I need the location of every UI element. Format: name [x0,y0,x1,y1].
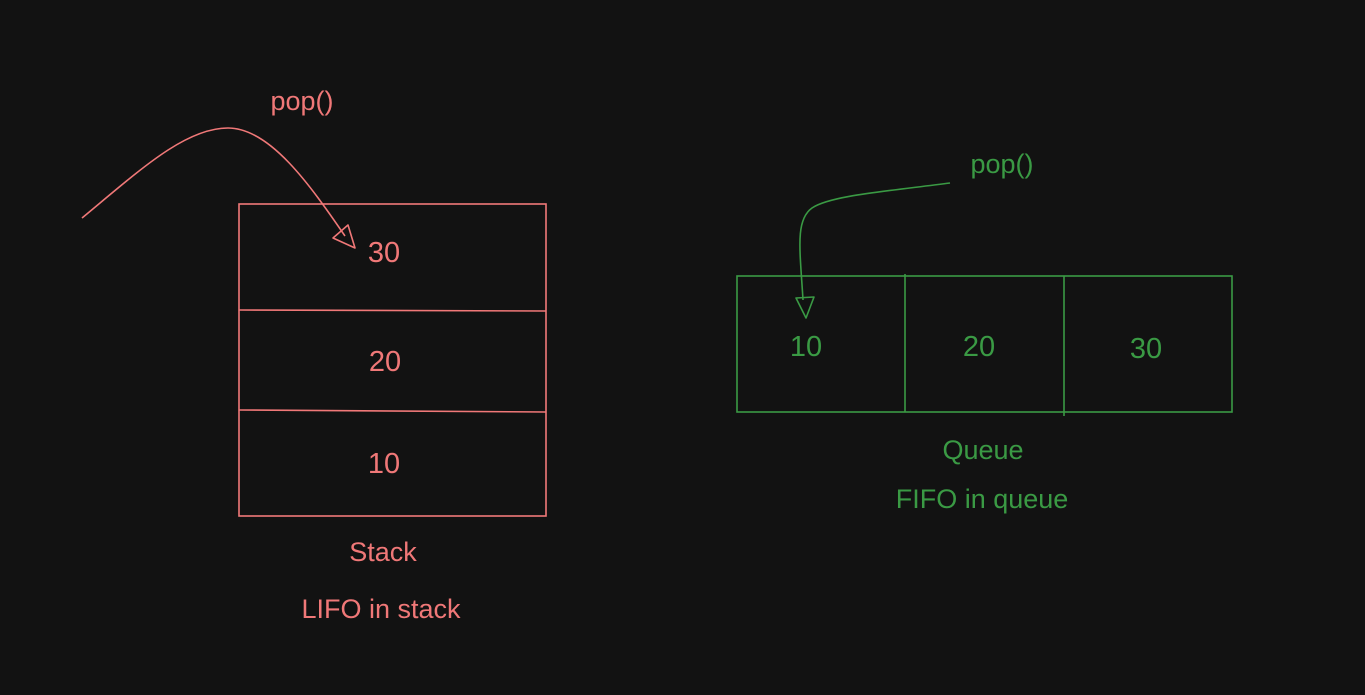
stack-divider-1 [238,309,547,312]
queue-title: Queue [942,435,1023,465]
queue-outline [736,275,1233,413]
stack-caption: LIFO in stack [301,594,461,624]
stack-cell-middle: 20 [369,346,401,378]
stack-title: Stack [349,537,417,567]
queue-caption: FIFO in queue [896,484,1069,514]
stack-pop-label: pop() [270,86,333,116]
queue-arrow-head-icon [795,296,815,319]
stack-outline [238,203,547,517]
queue-group: 10 20 30 pop() Queue FIFO in queue [736,149,1233,514]
stack-group: 30 20 10 pop() Stack LIFO in stack [81,86,547,624]
queue-cell-middle: 20 [963,331,995,363]
stack-divider-2 [238,409,547,413]
stack-pop-arrow [81,127,346,237]
stack-cell-bottom: 10 [368,448,400,480]
queue-cell-front: 10 [790,331,822,363]
queue-pop-arrow [799,182,951,301]
stack-arrow-head-icon [332,224,356,249]
queue-pop-label: pop() [970,149,1033,179]
stack-cell-top: 30 [368,237,400,269]
queue-cell-rear: 30 [1130,333,1162,365]
